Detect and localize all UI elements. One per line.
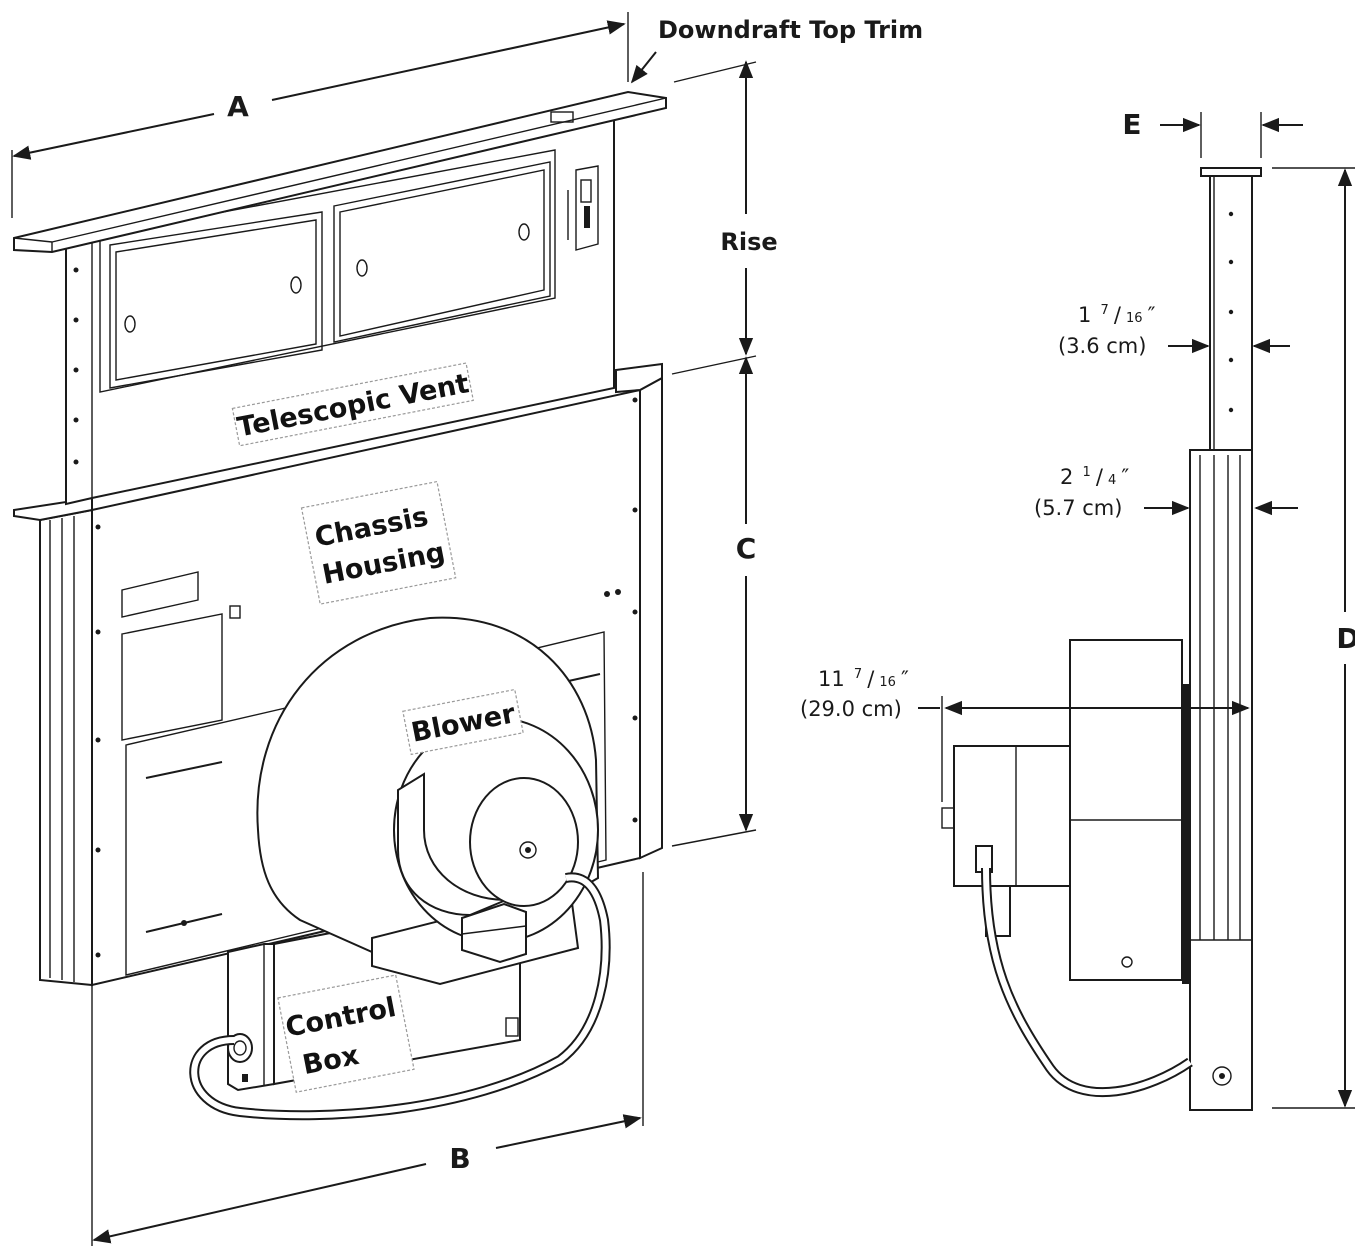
power-cable-core bbox=[191, 874, 609, 1119]
dimension-a: A bbox=[11, 12, 629, 218]
chassis-thickness-metric: (5.7 cm) bbox=[1034, 496, 1122, 520]
dimension-b-label: B bbox=[449, 1142, 470, 1175]
label-control-box: Control Box bbox=[277, 974, 415, 1093]
vent-thickness-imperial: 1 7 / 16 ″ bbox=[1078, 299, 1156, 327]
dimension-rise: Rise bbox=[673, 60, 778, 356]
dimension-c: C bbox=[671, 355, 757, 847]
measure-vent-thickness: 1 7 / 16 ″ (3.6 cm) bbox=[1058, 299, 1290, 358]
side-motor bbox=[953, 745, 1071, 887]
measure-chassis-thickness: 2 1 / 4 ″ (5.7 cm) bbox=[1034, 461, 1298, 520]
top-trim-callout: Downdraft Top Trim bbox=[630, 16, 923, 84]
front-view: A B Rise C Downdraft Top Tri bbox=[11, 12, 923, 1246]
dimension-d: D bbox=[1272, 167, 1355, 1109]
side-top-trim bbox=[1200, 167, 1262, 177]
dimension-d-label: D bbox=[1336, 622, 1355, 655]
dimension-a-label: A bbox=[227, 90, 249, 123]
chassis-thickness-imperial: 2 1 / 4 ″ bbox=[1060, 461, 1129, 489]
dimension-c-label: C bbox=[736, 532, 757, 565]
side-view: E D 1 7 / 16 ″ (3.6 cm) bbox=[800, 108, 1355, 1111]
rise-label: Rise bbox=[720, 228, 777, 256]
dimension-b: B bbox=[91, 872, 644, 1246]
vent-thickness-metric: (3.6 cm) bbox=[1058, 334, 1146, 358]
blower-depth-metric: (29.0 cm) bbox=[800, 697, 902, 721]
top-trim-label: Downdraft Top Trim bbox=[658, 16, 923, 44]
blower-depth-imperial: 11 7 / 16 ″ bbox=[818, 663, 909, 691]
label-chassis-housing: Chassis Housing bbox=[300, 480, 457, 605]
side-blower-housing bbox=[1069, 639, 1183, 981]
top-trim bbox=[13, 90, 667, 254]
dimension-e: E bbox=[1122, 108, 1303, 158]
dimension-e-label: E bbox=[1122, 108, 1141, 141]
measure-blower-depth: 11 7 / 16 ″ (29.0 cm) bbox=[800, 663, 1250, 802]
